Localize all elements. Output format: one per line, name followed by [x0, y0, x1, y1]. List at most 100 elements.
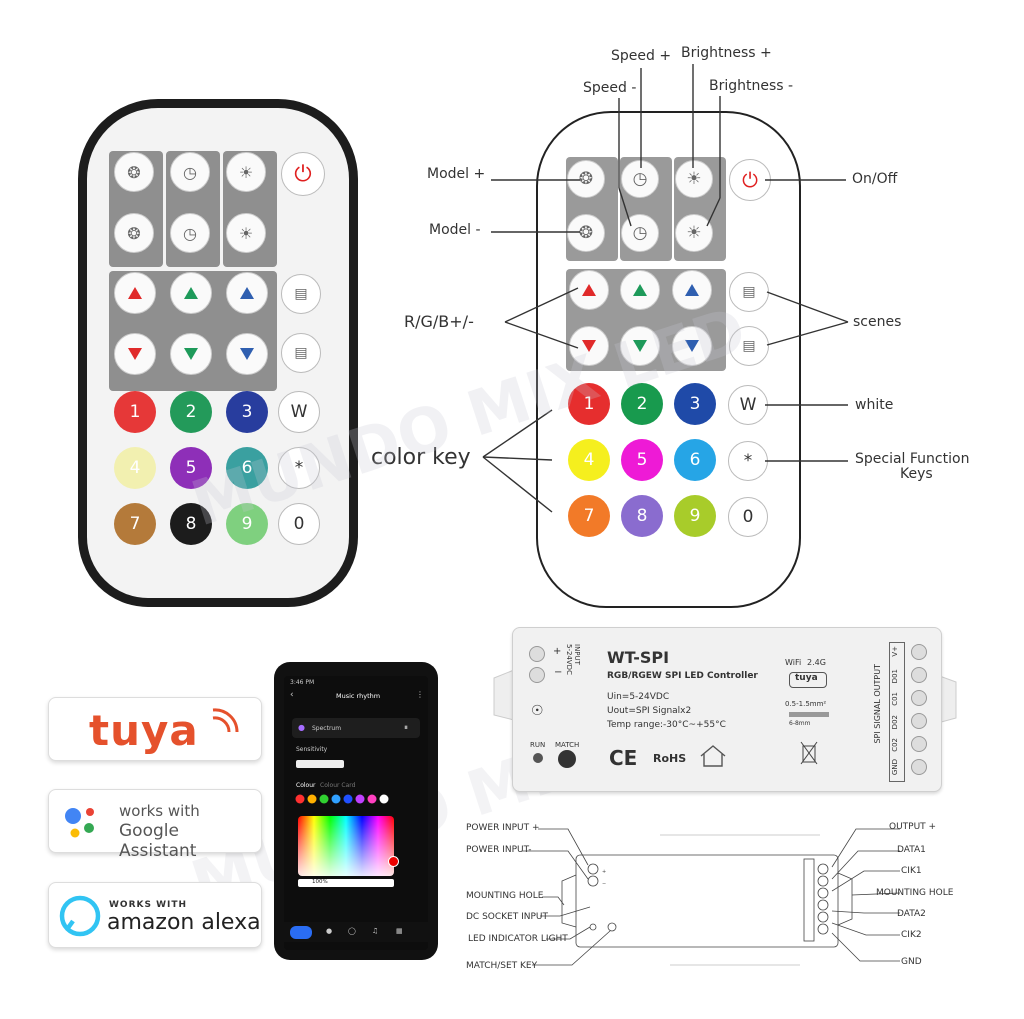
color-key-7[interactable]: 7 — [568, 495, 610, 537]
color-key-4[interactable]: 4 — [114, 447, 156, 489]
blue-down-button[interactable] — [226, 333, 268, 375]
scenes-label: scenes — [853, 314, 902, 330]
green-down-button[interactable] — [170, 333, 212, 375]
wd-clk2: CIK2 — [901, 930, 922, 940]
wd-dc-socket: DC SOCKET INPUT — [466, 912, 549, 922]
model-plus-button[interactable]: ❂ — [567, 160, 605, 198]
brightness-minus-button[interactable]: ☀ — [675, 214, 713, 252]
wd-match-set: MATCH/SET KEY — [466, 961, 538, 971]
wd-power-minus: POWER INPUT- — [466, 845, 532, 855]
tab-colour-card[interactable]: Colour Card — [320, 782, 356, 789]
back-icon[interactable]: ‹ — [290, 690, 294, 700]
brightness-plus-button[interactable]: ☀ — [226, 152, 266, 192]
scene-down-button[interactable]: ▤ — [281, 333, 321, 373]
pause-icon[interactable]: ⏸ — [404, 723, 408, 732]
color-key-4[interactable]: 4 — [568, 439, 610, 481]
red-minus-button[interactable] — [569, 326, 609, 366]
green-plus-button[interactable] — [620, 270, 660, 310]
color-swatches[interactable] — [294, 792, 418, 806]
color-key-7[interactable]: 7 — [114, 503, 156, 545]
brightness-bar[interactable]: 100% — [298, 879, 394, 887]
run-label: RUN — [530, 741, 546, 749]
wifi-label: WiFi — [785, 658, 802, 667]
blue-up-button[interactable] — [226, 272, 268, 314]
white-key[interactable]: W — [728, 385, 768, 425]
color-key-9[interactable]: 9 — [674, 495, 716, 537]
nav-scene-icon[interactable]: ● — [326, 927, 333, 935]
color-key-6[interactable]: 6 — [226, 447, 268, 489]
nav-music-icon[interactable]: ♫ — [372, 927, 379, 935]
wd-led-indicator: LED INDICATOR LIGHT — [468, 934, 568, 944]
alexa-badge: WORKS WITH amazon alexa — [48, 882, 262, 948]
speed-minus-button[interactable]: ◷ — [621, 214, 659, 252]
wd-gnd: GND — [901, 957, 922, 967]
terminal-c01: C01 — [891, 692, 899, 706]
color-key-3[interactable]: 3 — [674, 383, 716, 425]
input-terminal-plus — [529, 646, 545, 662]
color-key-1[interactable]: 1 — [114, 391, 156, 433]
scene-up-button[interactable]: ▤ — [281, 274, 321, 314]
color-key-6[interactable]: 6 — [674, 439, 716, 481]
model-minus-button[interactable]: ❂ — [567, 214, 605, 252]
controller: + − INPUT 5-24VDC ☉ RUN MATCH WT-SPI RGB… — [512, 627, 942, 792]
input-voltage: 5-24VDC — [565, 644, 573, 675]
color-key-9[interactable]: 9 — [226, 503, 268, 545]
white-key[interactable]: W — [278, 391, 320, 433]
scene-up-button[interactable]: ▤ — [729, 272, 769, 312]
color-key-3[interactable]: 3 — [226, 391, 268, 433]
rgb-label: R/G/B+/- — [404, 312, 474, 331]
speed-plus-button[interactable]: ◷ — [170, 152, 210, 192]
wd-mounting-hole-left: MOUNTING HOLE — [466, 891, 544, 901]
color-key-label: color key — [371, 445, 471, 470]
spectrum-card[interactable]: ● Spectrum ⏸ — [292, 718, 420, 738]
blue-plus-button[interactable] — [672, 270, 712, 310]
brightness-plus-button[interactable]: ☀ — [675, 160, 713, 198]
speed-plus-button[interactable]: ◷ — [621, 160, 659, 198]
zero-key[interactable]: 0 — [278, 503, 320, 545]
amazon-alexa-text: amazon alexa — [107, 910, 261, 935]
on-off-button[interactable]: ⏻ — [729, 159, 771, 201]
color-key-1[interactable]: 1 — [568, 383, 610, 425]
power-button[interactable]: ⏻ — [281, 152, 325, 196]
color-key-5[interactable]: 5 — [170, 447, 212, 489]
tuya-logo: tuya — [89, 706, 199, 755]
wd-minus: − — [602, 881, 606, 887]
speed-minus-button[interactable]: ◷ — [170, 213, 210, 253]
color-wheel[interactable] — [298, 816, 394, 876]
screen-title: Music rhythm — [336, 692, 381, 700]
mode-minus-button[interactable]: ❂ — [114, 213, 154, 253]
sensitivity-slider[interactable] — [296, 760, 344, 768]
tab-colour[interactable]: Colour — [296, 782, 316, 789]
color-picker-knob[interactable] — [388, 856, 399, 867]
green-minus-button[interactable] — [620, 326, 660, 366]
nav-home-button[interactable] — [290, 926, 312, 939]
color-key-8[interactable]: 8 — [621, 495, 663, 537]
white-label: white — [855, 397, 894, 413]
more-icon[interactable]: ⋮ — [416, 690, 424, 699]
blue-minus-button[interactable] — [672, 326, 712, 366]
model-plus-label: Model + — [427, 166, 486, 182]
on-off-label: On/Off — [852, 171, 898, 187]
nav-color-icon[interactable]: ◯ — [348, 927, 356, 935]
color-key-2[interactable]: 2 — [170, 391, 212, 433]
match-button[interactable] — [558, 750, 576, 768]
zero-key[interactable]: 0 — [728, 497, 768, 537]
color-key-8[interactable]: 8 — [170, 503, 212, 545]
scene-down-button[interactable]: ▤ — [729, 326, 769, 366]
special-keys-label: Keys — [900, 466, 933, 482]
temp-spec: Temp range:-30°C~+55°C — [607, 720, 726, 730]
mode-plus-button[interactable]: ❂ — [114, 152, 154, 192]
red-down-button[interactable] — [114, 333, 156, 375]
nav-settings-icon[interactable]: ▦ — [396, 927, 403, 935]
brightness-minus-button[interactable]: ☀ — [226, 213, 266, 253]
brightness-plus-label: Brightness + — [681, 45, 772, 61]
green-up-button[interactable] — [170, 272, 212, 314]
red-plus-button[interactable] — [569, 270, 609, 310]
spectrum-label: Spectrum — [312, 725, 342, 732]
color-key-5[interactable]: 5 — [621, 439, 663, 481]
color-key-2[interactable]: 2 — [621, 383, 663, 425]
special-key[interactable]: * — [278, 447, 320, 489]
input-terminal-minus — [529, 667, 545, 683]
google-works-with: works with — [119, 802, 200, 820]
red-up-button[interactable] — [114, 272, 156, 314]
